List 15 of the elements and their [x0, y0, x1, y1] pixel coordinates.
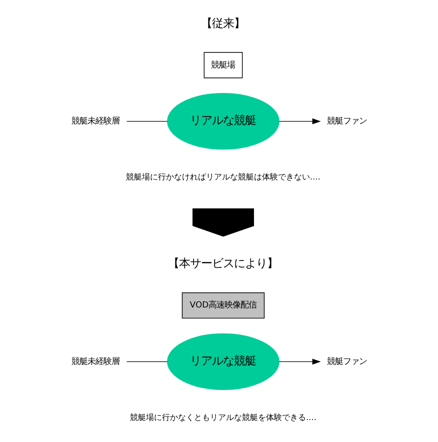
node-ellipse: リアルな競艇 [167, 333, 280, 390]
node-ellipse: リアルな競艇 [167, 93, 280, 150]
connector [126, 120, 168, 122]
label: 【従来】 [201, 16, 246, 30]
arrow [278, 358, 321, 365]
connector [126, 361, 168, 362]
node-text: 競艇未経験層 [71, 356, 120, 366]
node-box: 競艇場 [204, 52, 243, 78]
node-box: VOD高速映像配信 [182, 292, 265, 319]
node-arrow [192, 208, 254, 237]
node-text: 競艇未経験層 [71, 116, 120, 126]
label: 【本サービスにより】 [168, 257, 278, 270]
arrow [278, 118, 321, 124]
node-text: 競艇ファン [326, 116, 367, 126]
node-text: 競艇ファン [326, 356, 367, 366]
